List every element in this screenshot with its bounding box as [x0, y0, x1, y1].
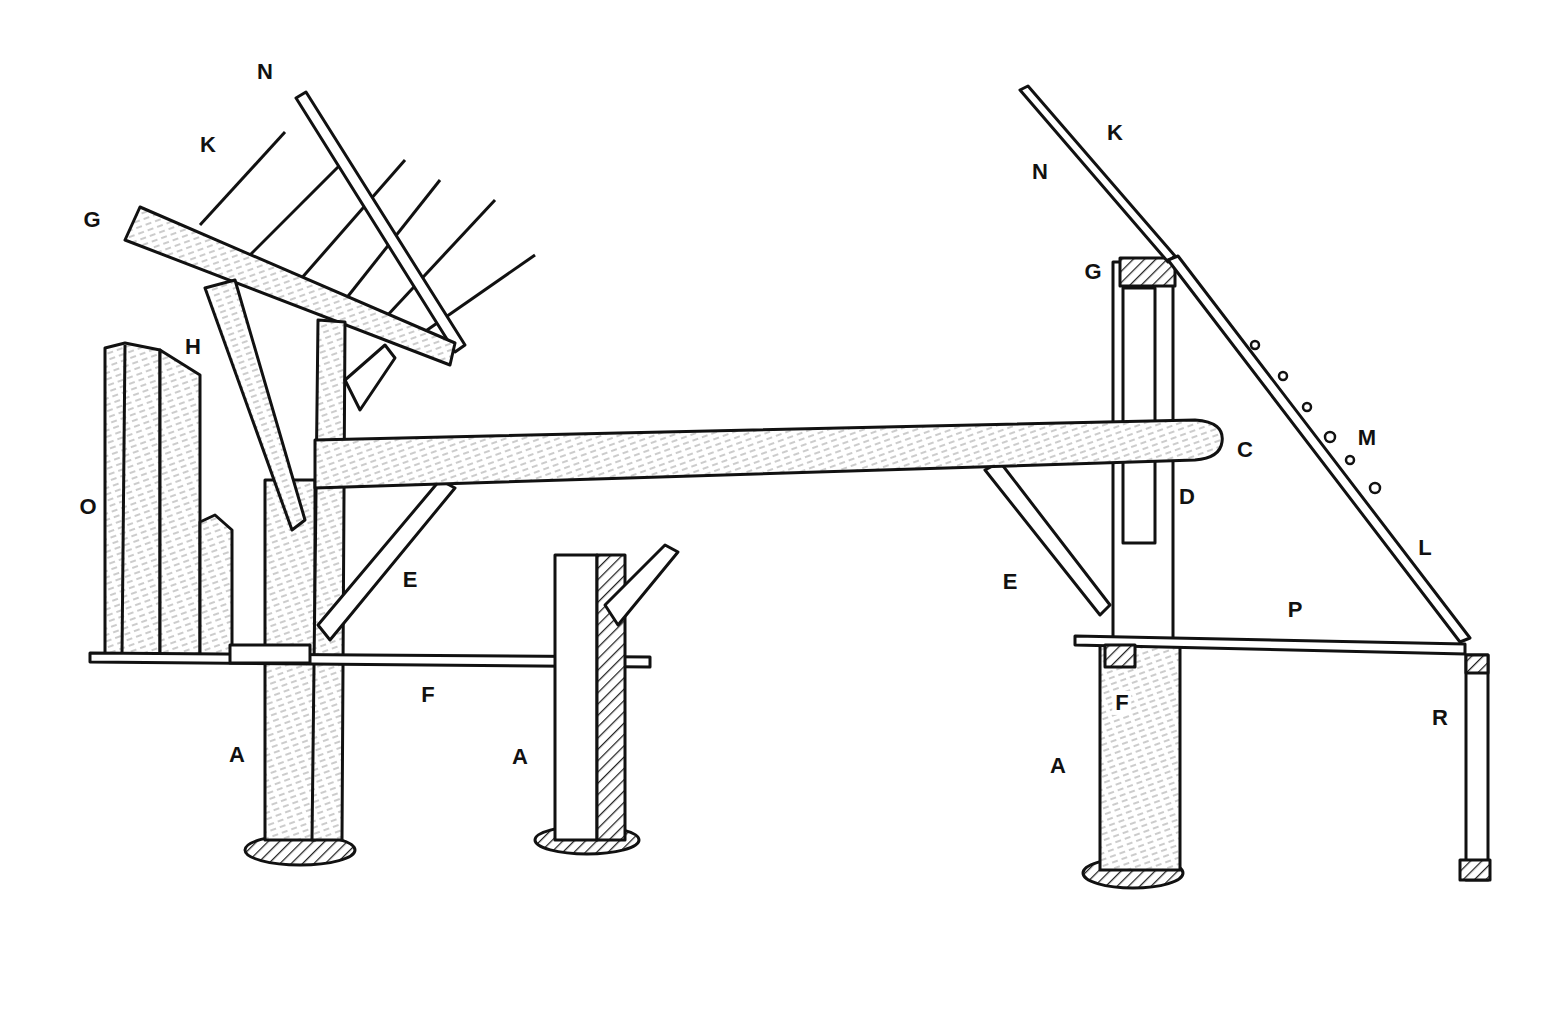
post — [1100, 640, 1180, 870]
rafter — [1020, 86, 1175, 262]
part-letter: A — [509, 745, 531, 769]
joint — [230, 645, 310, 663]
part-letter: A — [1047, 754, 1069, 778]
part-letter: A — [226, 743, 248, 767]
battens — [1251, 341, 1380, 493]
part-letter: O — [76, 495, 99, 519]
part-letter: H — [182, 335, 204, 359]
part-letter: G — [80, 208, 103, 232]
part-letter: E — [400, 568, 421, 592]
part-letter: F — [418, 683, 437, 707]
part-letter: C — [1234, 438, 1256, 462]
part-letter: K — [1104, 121, 1126, 145]
part-letter: F — [1112, 691, 1131, 715]
slot — [1123, 288, 1155, 543]
part-letter: G — [1081, 260, 1104, 284]
part-letter: N — [1029, 160, 1051, 184]
brace — [985, 462, 1110, 615]
post — [312, 320, 345, 840]
sill-section — [1460, 860, 1490, 880]
brace — [318, 480, 455, 640]
tie-beam — [315, 420, 1222, 488]
part-letter: L — [1415, 536, 1434, 560]
wall-plate — [125, 207, 455, 365]
plate-section — [1466, 655, 1488, 673]
brace — [605, 545, 678, 625]
beam-section — [1105, 645, 1135, 667]
part-letter: R — [1429, 706, 1451, 730]
wall-post — [1466, 655, 1488, 880]
part-letter: P — [1285, 598, 1306, 622]
raking-strut — [205, 280, 305, 530]
part-letter: N — [254, 60, 276, 84]
part-letter: M — [1355, 426, 1379, 450]
part-letter: D — [1176, 485, 1198, 509]
post — [555, 555, 597, 840]
brace — [345, 345, 395, 410]
part-letter: E — [1000, 570, 1021, 594]
wall-boards — [105, 343, 232, 655]
rafter — [1168, 256, 1470, 642]
part-letter: K — [197, 133, 219, 157]
